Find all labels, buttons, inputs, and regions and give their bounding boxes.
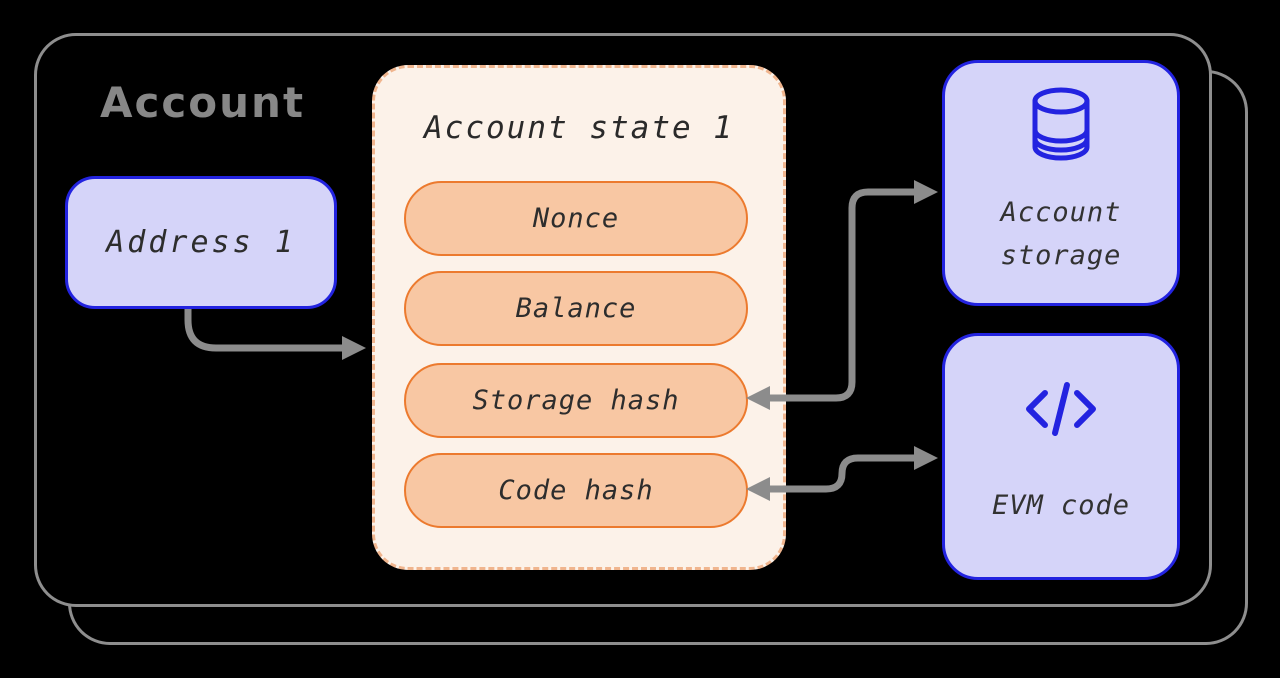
field-code-hash: Code hash bbox=[404, 453, 748, 528]
field-storage-hash: Storage hash bbox=[404, 363, 748, 438]
account-state-box: Account state 1 Nonce Balance Storage ha… bbox=[372, 65, 786, 570]
account-storage-label: Account storage bbox=[1000, 197, 1122, 272]
field-nonce: Nonce bbox=[404, 181, 748, 256]
account-state-title: Account state 1 bbox=[424, 110, 734, 146]
field-code-hash-label: Code hash bbox=[498, 475, 654, 506]
account-card-title: Account bbox=[100, 78, 306, 127]
evm-code-label: EVM code bbox=[991, 490, 1131, 521]
address-box: Address 1 bbox=[65, 176, 337, 309]
code-icon bbox=[1021, 380, 1101, 442]
field-storage-hash-label: Storage hash bbox=[472, 385, 680, 416]
field-balance-label: Balance bbox=[515, 293, 637, 324]
field-balance: Balance bbox=[404, 271, 748, 346]
field-nonce-label: Nonce bbox=[532, 203, 620, 234]
database-icon bbox=[1029, 87, 1093, 173]
evm-code-box: EVM code bbox=[942, 333, 1180, 580]
account-storage-box: Account storage bbox=[942, 60, 1180, 306]
address-label: Address 1 bbox=[106, 225, 296, 260]
